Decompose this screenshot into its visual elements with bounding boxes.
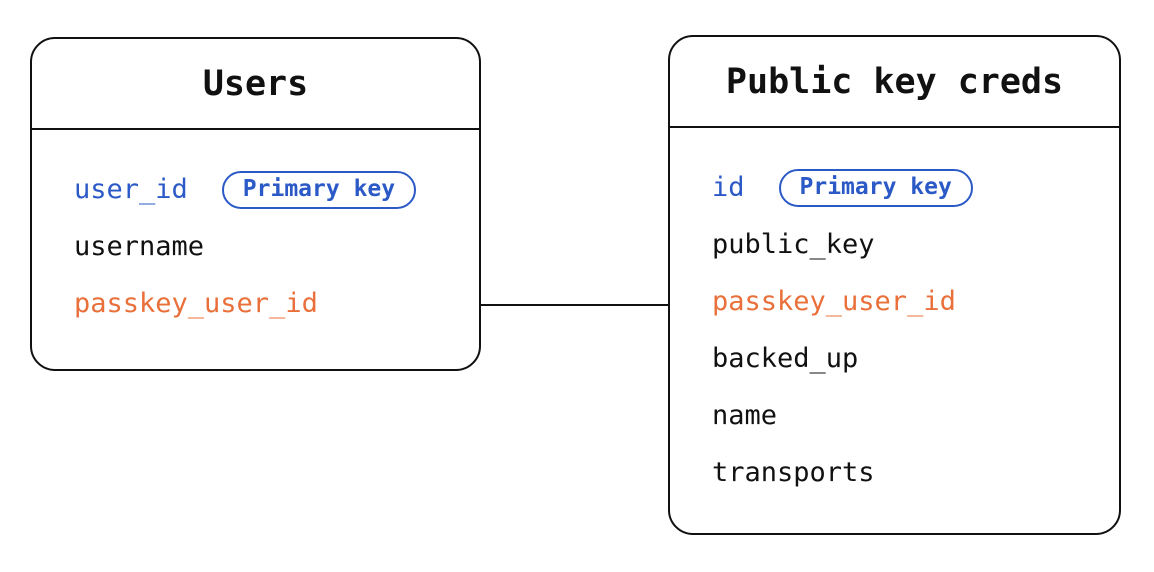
field-name: name: [712, 400, 778, 431]
field-name: passkey_user_id: [74, 288, 318, 319]
field-row-public-key: public_key: [712, 216, 1119, 273]
field-row-passkey-user-id: passkey_user_id: [712, 273, 1119, 330]
field-name: username: [74, 231, 205, 262]
table-node-public-key-creds: Public key creds id Primary key public_k…: [668, 35, 1121, 535]
field-name: public_key: [712, 229, 875, 260]
relationship-connector-line: [481, 304, 668, 306]
table-title-public-key-creds: Public key creds: [670, 37, 1119, 128]
table-node-users: Users user_id Primary key username passk…: [30, 37, 481, 371]
field-row-transports: transports: [712, 444, 1119, 501]
primary-key-badge: Primary key: [778, 168, 973, 207]
field-row-name: name: [712, 387, 1119, 444]
field-name: id: [712, 172, 745, 203]
table-fields-users: user_id Primary key username passkey_use…: [32, 130, 479, 332]
field-row-backed-up: backed_up: [712, 330, 1119, 387]
table-title-label: Public key creds: [725, 61, 1064, 102]
primary-key-badge: Primary key: [221, 170, 417, 209]
table-title-label: Users: [202, 63, 309, 104]
field-name: backed_up: [712, 343, 859, 374]
field-name: user_id: [74, 174, 188, 205]
field-row-username: username: [74, 218, 479, 275]
field-name: transports: [712, 457, 875, 488]
field-name: passkey_user_id: [712, 286, 956, 317]
field-row-passkey-user-id: passkey_user_id: [74, 275, 479, 332]
field-row-user-id: user_id Primary key: [74, 161, 479, 218]
field-row-id: id Primary key: [712, 159, 1119, 216]
table-title-users: Users: [32, 39, 479, 130]
table-fields-public-key-creds: id Primary key public_key passkey_user_i…: [670, 128, 1119, 501]
